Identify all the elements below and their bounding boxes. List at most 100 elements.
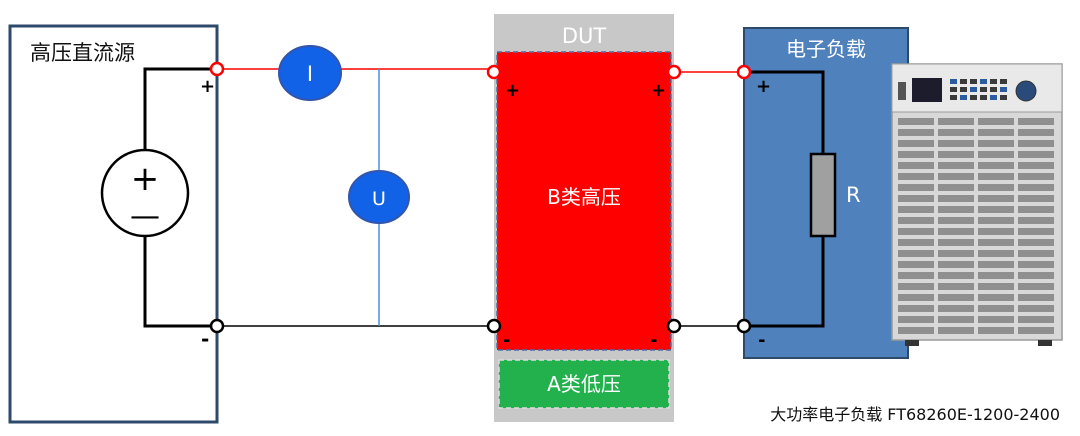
vent-slot: [938, 250, 974, 257]
vent-slot: [1018, 239, 1054, 246]
instrument-foot-right: [1038, 340, 1052, 346]
load-positive-terminal: [736, 64, 752, 80]
source-positive-terminal: [209, 61, 225, 77]
instrument-key: [950, 95, 957, 100]
load-minus-sign: -: [758, 330, 765, 351]
vent-slot: [978, 272, 1014, 279]
voltage-source-plus: +: [131, 159, 160, 199]
vent-slot: [978, 118, 1014, 125]
instrument-vent-grille: [898, 118, 1054, 334]
instrument-key: [970, 79, 977, 84]
dut-low-voltage-block: [498, 359, 670, 409]
load-title: 电子负载: [786, 37, 866, 61]
vent-slot: [1018, 272, 1054, 279]
vent-slot: [1018, 206, 1054, 213]
voltmeter-label: U: [372, 188, 386, 210]
vent-slot: [1018, 162, 1054, 169]
vent-slot: [978, 151, 1014, 158]
vent-slot: [898, 129, 934, 136]
dut-right-plus: +: [651, 80, 666, 101]
dut-left-positive-terminal: [486, 64, 502, 80]
vent-slot: [938, 206, 974, 213]
vent-slot: [898, 151, 934, 158]
vent-slot: [1018, 129, 1054, 136]
vent-slot: [1018, 316, 1054, 323]
instrument-key: [950, 87, 957, 92]
dc-source-wire-top: [143, 67, 217, 150]
vent-slot: [938, 239, 974, 246]
vent-slot: [938, 316, 974, 323]
terminals: [209, 61, 752, 334]
vent-slot: [938, 173, 974, 180]
load-instrument-image: [891, 63, 1063, 346]
instrument-key: [1000, 95, 1007, 100]
vent-slot: [978, 217, 1014, 224]
vent-slot: [978, 129, 1014, 136]
instrument-key: [990, 87, 997, 92]
ammeter-label: I: [307, 62, 313, 86]
vent-slot: [898, 305, 934, 312]
vent-slot: [898, 118, 934, 125]
voltmeter-circle: [348, 170, 410, 224]
vent-slot: [938, 140, 974, 147]
voltmeter: U: [348, 170, 410, 224]
vent-slot: [938, 294, 974, 301]
vent-slot: [1018, 195, 1054, 202]
load-wire-top: [744, 70, 825, 154]
vent-slot: [898, 272, 934, 279]
dut-right-negative-terminal: [666, 318, 682, 334]
dut-title: DUT: [562, 24, 607, 48]
instrument-keypad: [950, 79, 1007, 100]
vent-slot: [938, 118, 974, 125]
vent-slot: [1018, 184, 1054, 191]
vent-slot: [1018, 217, 1054, 224]
vent-slot: [938, 217, 974, 224]
vent-slot: [978, 294, 1014, 301]
vent-slot: [978, 316, 1014, 323]
vent-slot: [898, 239, 934, 246]
load-negative-terminal: [736, 318, 752, 334]
vent-slot: [978, 140, 1014, 147]
instrument-key: [980, 95, 987, 100]
dut-column: DUT B类高压 A类低压 + + - -: [494, 14, 674, 422]
dut-left-negative-terminal: [486, 318, 502, 334]
vent-slot: [978, 305, 1014, 312]
vent-slot: [978, 195, 1014, 202]
vent-slot: [938, 228, 974, 235]
instrument-key: [970, 95, 977, 100]
vent-slot: [1018, 118, 1054, 125]
vent-slot: [978, 261, 1014, 268]
instrument-key: [1000, 87, 1007, 92]
vent-slot: [938, 305, 974, 312]
vent-slot: [1018, 173, 1054, 180]
vent-slot: [898, 206, 934, 213]
vent-slot: [898, 173, 934, 180]
instrument-key: [960, 79, 967, 84]
load-plus-sign: +: [756, 76, 771, 97]
vent-slot: [898, 228, 934, 235]
vent-slot: [978, 250, 1014, 257]
vent-slot: [898, 184, 934, 191]
instrument-key: [1000, 79, 1007, 84]
dc-source-title: 高压直流源: [30, 41, 135, 65]
source-negative-terminal: [209, 318, 225, 334]
dut-left-minus: -: [503, 330, 510, 351]
vent-slot: [898, 283, 934, 290]
vent-slot: [1018, 294, 1054, 301]
vent-slot: [978, 184, 1014, 191]
vent-slot: [938, 327, 974, 334]
instrument-display: [912, 78, 942, 102]
instrument-key: [990, 79, 997, 84]
dut-left-plus: +: [505, 80, 520, 101]
voltage-source-minus: —: [130, 199, 160, 234]
vent-slot: [978, 162, 1014, 169]
vent-slot: [1018, 327, 1054, 334]
vent-slot: [898, 195, 934, 202]
instrument-key: [960, 95, 967, 100]
vent-slot: [978, 283, 1014, 290]
instrument-key: [980, 79, 987, 84]
dut-right-minus: -: [650, 330, 657, 351]
dc-source-wire-bottom: [143, 236, 217, 328]
electronic-load: 电子负载 + - R: [743, 27, 909, 359]
